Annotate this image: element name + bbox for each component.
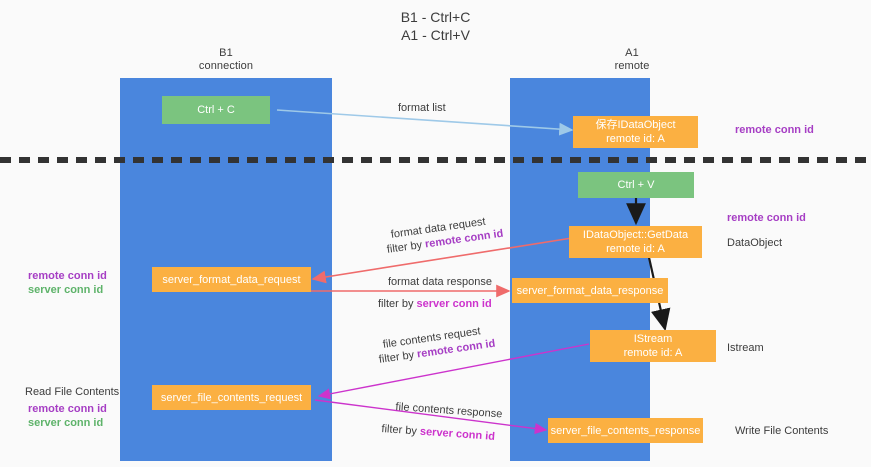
annotation-remote-conn-id-mid: remote conn id: [727, 212, 806, 224]
page-title: B1 - Ctrl+C A1 - Ctrl+V: [0, 8, 871, 44]
title-line-1: B1 - Ctrl+C: [400, 9, 471, 25]
edge-label-format-data-response: format data response: [388, 276, 492, 288]
node-save-idataobject-line1: 保存IDataObject: [595, 119, 676, 131]
node-getdata-line2: remote id: A: [606, 243, 665, 255]
annotation-left-remote-conn-id-bot: remote conn id: [28, 403, 107, 415]
filter-prefix-4: filter by: [381, 422, 421, 438]
node-server-format-data-request-label: server_format_data_request: [162, 273, 301, 286]
annotation-left-remote-conn-id-mid: remote conn id: [28, 270, 107, 282]
annotation-remote-conn-id-top: remote conn id: [735, 124, 814, 136]
node-ctrl-v[interactable]: Ctrl + V: [578, 172, 694, 198]
node-istream-line2: remote id: A: [623, 347, 683, 359]
swimlane-header-a1: A1 remote: [510, 47, 754, 73]
phase-divider: [0, 157, 871, 163]
annotation-istream: Istream: [727, 342, 764, 354]
swimlane-a1-subtitle: remote: [614, 60, 650, 72]
node-istream-line1: IStream: [633, 333, 673, 345]
edge-label-filter-server-conn-id-2: filter by server conn id: [378, 297, 492, 311]
node-getdata-line1: IDataObject::GetData: [582, 229, 689, 241]
swimlane-header-b1: B1 connection: [120, 47, 332, 73]
edge-label-file-contents-response: file contents response: [395, 400, 503, 421]
annotation-write-file-contents: Write File Contents: [735, 425, 829, 437]
filter-key-2: server conn id: [416, 298, 492, 310]
edge-label-filter-server-conn-id-4: filter by server conn id: [381, 422, 495, 444]
annotation-left-server-conn-id-bot: server conn id: [28, 417, 104, 429]
swimlane-a1-title: A1: [625, 47, 639, 59]
annotation-left-server-conn-id-mid: server conn id: [28, 284, 104, 296]
swimlane-b1-subtitle: connection: [198, 60, 254, 72]
annotation-dataobject: DataObject: [727, 237, 783, 249]
node-server-format-data-request[interactable]: server_format_data_request: [152, 267, 311, 292]
node-ctrl-c-label: Ctrl + C: [197, 104, 235, 116]
node-istream[interactable]: IStream remote id: A: [590, 330, 716, 362]
node-ctrl-c[interactable]: Ctrl + C: [162, 96, 270, 124]
title-line-2: A1 - Ctrl+V: [401, 27, 470, 43]
filter-key-4: server conn id: [419, 425, 496, 443]
node-server-file-contents-response-label: server_file_contents_response: [550, 424, 701, 437]
node-server-file-contents-request[interactable]: server_file_contents_request: [152, 385, 311, 410]
edge-label-format-list: format list: [398, 102, 446, 114]
annotation-read-file-contents: Read File Contents: [25, 386, 120, 398]
node-server-format-data-response[interactable]: server_format_data_response: [512, 278, 668, 303]
node-ctrl-v-label: Ctrl + V: [617, 179, 655, 191]
node-save-idataobject[interactable]: 保存IDataObject remote id: A: [573, 116, 698, 148]
node-server-format-data-response-label: server_format_data_response: [516, 284, 664, 297]
swimlane-b1-title: B1: [219, 47, 233, 59]
node-server-file-contents-response[interactable]: server_file_contents_response: [548, 418, 703, 443]
node-save-idataobject-line2: remote id: A: [606, 133, 665, 145]
node-server-file-contents-request-label: server_file_contents_request: [160, 391, 303, 404]
node-idataobject-getdata[interactable]: IDataObject::GetData remote id: A: [569, 226, 702, 258]
filter-prefix-1: filter by: [386, 238, 426, 256]
filter-prefix-3: filter by: [378, 348, 418, 366]
filter-prefix-2: filter by: [378, 298, 417, 310]
